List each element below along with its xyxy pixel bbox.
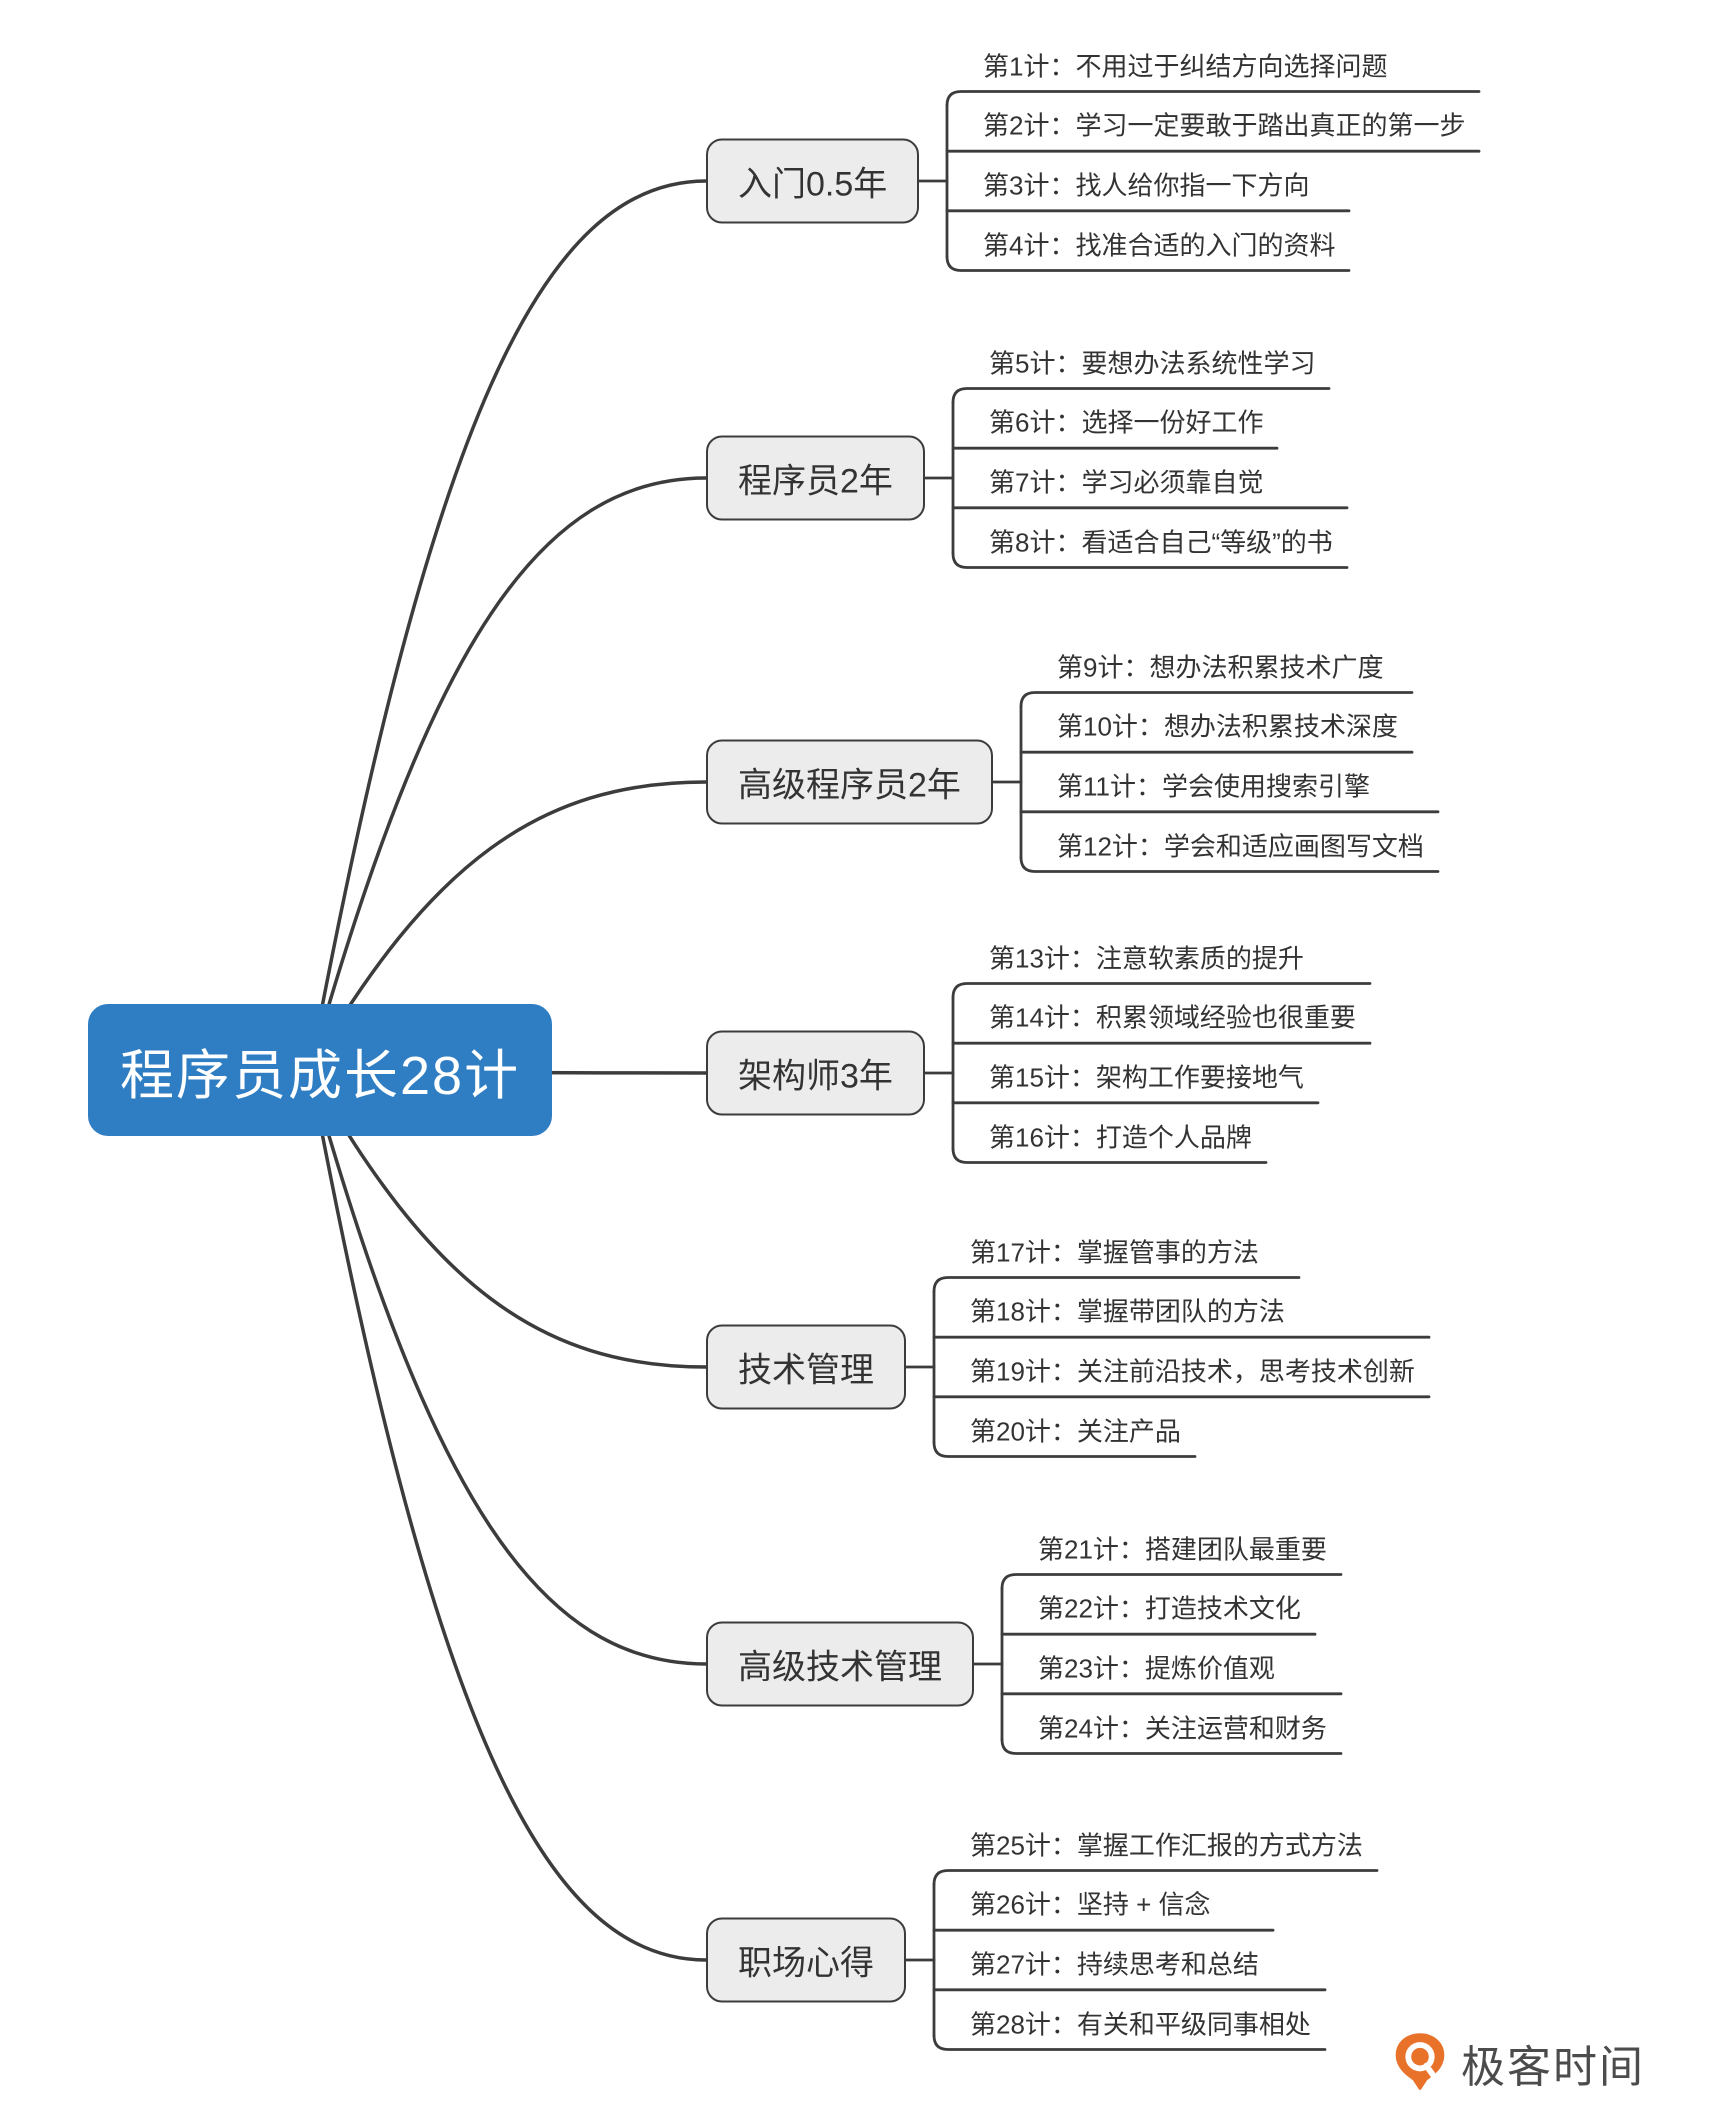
item-underline (932, 1441, 1197, 1458)
leaf-node-23[interactable]: 第23计：提炼价值观 (1038, 1653, 1275, 1684)
geektime-logo: 极客时间 (1393, 2030, 1645, 2096)
root-branch-curve (308, 780, 708, 1072)
item-underline (1000, 1573, 1343, 1590)
root-branch-curve (308, 476, 708, 1072)
leaf-node-14[interactable]: 第14计：积累领域经验也很重要 (989, 1002, 1356, 1033)
leaf-node-25[interactable]: 第25计：掌握工作汇报的方式方法 (970, 1830, 1363, 1860)
item-underline (1019, 856, 1440, 873)
item-underline (951, 552, 1349, 569)
item-underline (932, 1869, 1379, 1886)
pin-tail (1423, 2062, 1437, 2079)
item-underline (945, 255, 1351, 272)
leaf-node-1[interactable]: 第1计：不用过于纠结方向选择问题 (983, 51, 1388, 81)
leaf-node-5[interactable]: 第5计：要想办法系统性学习 (989, 348, 1316, 378)
geek-time-pin-icon (1395, 2033, 1445, 2090)
item-underline (951, 982, 1372, 999)
leaf-node-27[interactable]: 第27计：持续思考和总结 (970, 1949, 1259, 1980)
leaf-node-10[interactable]: 第10计：想办法积累技术深度 (1057, 711, 1398, 742)
leaf-node-4[interactable]: 第4计：找准合适的入门的资料 (983, 230, 1336, 260)
category-node-5[interactable]: 技术管理 (706, 1324, 906, 1410)
leaf-node-17[interactable]: 第17计：掌握管事的方法 (970, 1237, 1259, 1267)
leaf-node-9[interactable]: 第9计：想办法积累技术广度 (1057, 652, 1384, 682)
leaf-node-8[interactable]: 第8计：看适合自己“等级”的书 (989, 527, 1333, 557)
leaf-node-19[interactable]: 第19计：关注前沿技术，思考技术创新 (970, 1356, 1415, 1387)
leaf-node-20[interactable]: 第20计：关注产品 (970, 1416, 1181, 1446)
pin-ring (1405, 2042, 1435, 2072)
leaf-node-22[interactable]: 第22计：打造技术文化 (1038, 1593, 1301, 1624)
leaf-node-3[interactable]: 第3计：找人给你指一下方向 (983, 170, 1310, 201)
item-underline (1019, 691, 1414, 708)
leaf-node-24[interactable]: 第24计：关注运营和财务 (1038, 1713, 1327, 1743)
item-underline (932, 1276, 1301, 1293)
leaf-node-6[interactable]: 第6计：选择一份好工作 (989, 407, 1264, 438)
category-node-6[interactable]: 高级技术管理 (706, 1621, 974, 1707)
category-node-2[interactable]: 程序员2年 (706, 435, 925, 521)
item-underline (945, 90, 1481, 107)
leaf-node-13[interactable]: 第13计：注意软素质的提升 (989, 943, 1304, 973)
category-node-7[interactable]: 职场心得 (706, 1917, 906, 2003)
root-branch-curve (308, 179, 708, 1072)
item-underline (1000, 1738, 1343, 1755)
item-underline (951, 1147, 1268, 1164)
item-underline (932, 2034, 1327, 2051)
leaf-node-2[interactable]: 第2计：学习一定要敢于踏出真正的第一步 (983, 110, 1466, 141)
leaf-node-28[interactable]: 第28计：有关和平级同事相处 (970, 2009, 1311, 2039)
category-node-1[interactable]: 入门0.5年 (706, 138, 920, 224)
pin-shape (1395, 2033, 1445, 2090)
leaf-node-11[interactable]: 第11计：学会使用搜索引擎 (1057, 771, 1370, 802)
category-node-3[interactable]: 高级程序员2年 (706, 739, 993, 825)
category-node-4[interactable]: 架构师3年 (706, 1030, 925, 1116)
leaf-node-21[interactable]: 第21计：搭建团队最重要 (1038, 1534, 1327, 1564)
root-branch-curve (308, 1068, 708, 1666)
leaf-node-15[interactable]: 第15计：架构工作要接地气 (989, 1062, 1304, 1093)
root-node[interactable]: 程序员成长28计 (88, 1004, 553, 1136)
item-underline (951, 387, 1331, 404)
root-branch-curve (308, 1068, 708, 1369)
leaf-node-16[interactable]: 第16计：打造个人品牌 (989, 1122, 1252, 1152)
leaf-node-26[interactable]: 第26计：坚持 + 信念 (970, 1889, 1211, 1920)
leaf-node-12[interactable]: 第12计：学会和适应画图写文档 (1057, 831, 1424, 861)
root-branch-curve (308, 1068, 708, 1962)
logo-text: 极客时间 (1461, 2043, 1645, 2092)
leaf-node-18[interactable]: 第18计：掌握带团队的方法 (970, 1296, 1285, 1327)
leaf-node-7[interactable]: 第7计：学习必须靠自觉 (989, 467, 1264, 498)
